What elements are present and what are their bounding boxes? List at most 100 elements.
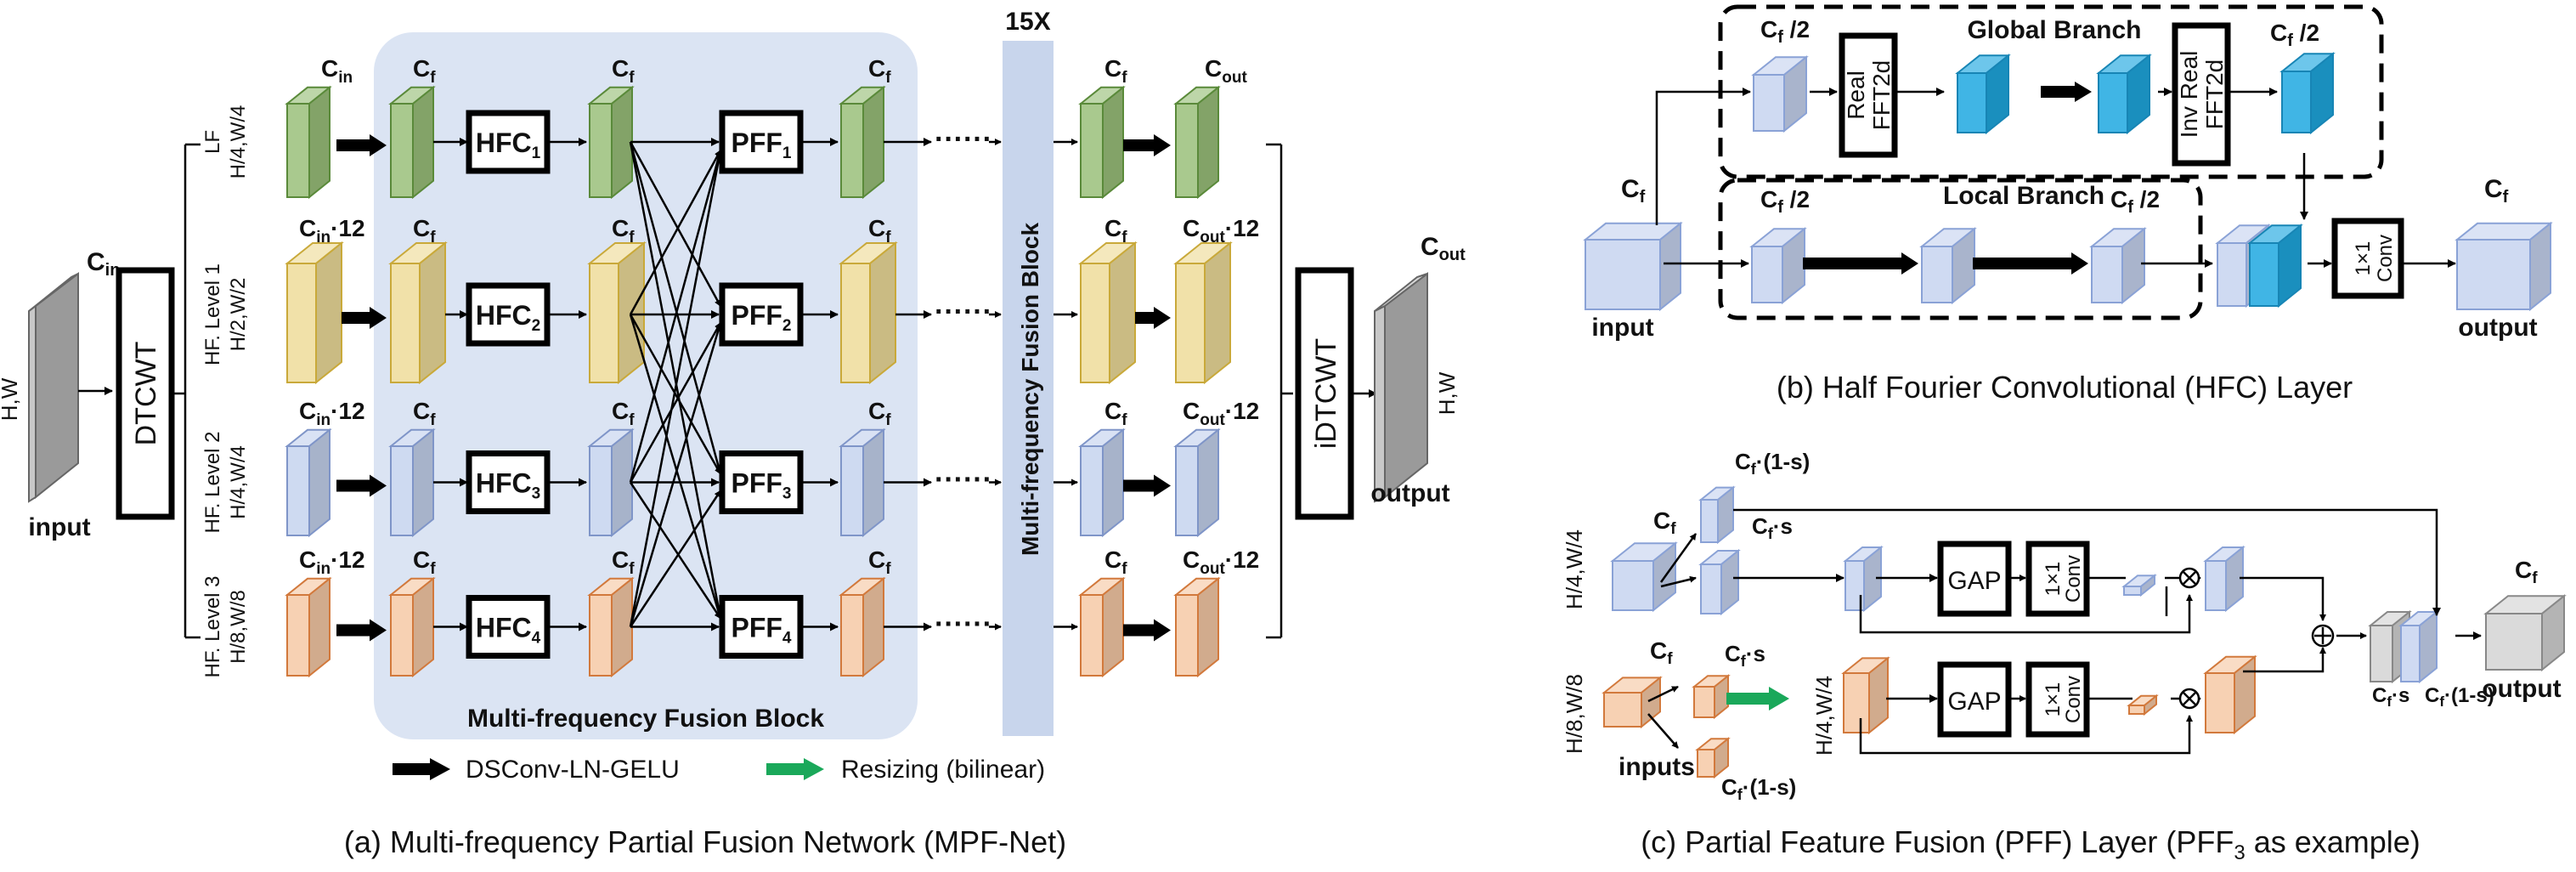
c-concat-s: Cf·s [2372, 684, 2409, 710]
conv-label-bottom: 1×1Conv [2042, 676, 2085, 723]
hfc-label: HFC4 [476, 613, 541, 648]
row-pff-cf-label: Cf [868, 215, 891, 246]
c-top-cf: Cf [1653, 507, 1676, 538]
row-cf-label: Cf [413, 398, 436, 429]
row-pff-out-cube [839, 428, 886, 538]
row-cout-cube [1173, 576, 1221, 678]
conv-arrow-out [1135, 307, 1171, 329]
conv-box [2331, 218, 2404, 299]
c-top-scaled-cube [2203, 545, 2246, 613]
pff-box [719, 450, 804, 514]
row-cf-cube-2 [587, 241, 647, 385]
ellipsis: ······ [935, 123, 992, 156]
panel-a: Multi-frequency Fusion Block 15X Multi-f… [0, 8, 1466, 859]
row-cout-cube [1173, 85, 1221, 200]
conv-arrow-out [1123, 619, 1171, 642]
hfc-box [466, 282, 551, 347]
c-top-cf-1s: Cf·(1-s) [1735, 449, 1810, 478]
row-input-channel: Cin·12 [299, 398, 365, 429]
c-bot-scaled-cube [2203, 654, 2257, 735]
bottom-dims: H/8,W/8 [1562, 674, 1587, 754]
input-cube [28, 271, 79, 503]
output-label: output [1370, 479, 1449, 507]
c-bot-cf-1s: Cf·(1-s) [1721, 774, 1796, 803]
fusion-block-background [374, 32, 918, 739]
ellipsis: ······ [935, 609, 992, 641]
row-cf-label-2: Cf [612, 215, 635, 246]
row-out-cf-label: Cf [1104, 55, 1127, 87]
row-out-cf-label: Cf [1104, 215, 1127, 246]
hfc-cubes [1583, 52, 2553, 312]
split-bracket [172, 143, 201, 639]
row-cf-cube [388, 85, 436, 200]
row-pff-out-cube [839, 85, 886, 200]
input-dims: H,W [0, 377, 22, 421]
local-half-in: Cf /2 [1760, 186, 1810, 217]
c-top-split-1s [1698, 485, 1736, 545]
row-input-cube [285, 241, 344, 385]
c-inputs-label: inputs [1618, 753, 1695, 781]
row-out-cf-cube [1078, 428, 1126, 538]
row-cout-cube [1173, 428, 1221, 538]
row-input-cube [285, 576, 332, 678]
row-cf-label-2: Cf [612, 55, 635, 87]
row-cout-label: Cout·12 [1183, 546, 1259, 578]
row-cf-cube-2 [587, 85, 635, 200]
multiply-symbol-bottom [2178, 688, 2200, 710]
caption-a: (a) Multi-frequency Partial Fusion Netwo… [344, 824, 1066, 859]
legend-black-label: DSConv-LN-GELU [466, 756, 680, 784]
c-bot-split-1s [1695, 737, 1731, 779]
row-out-cf-label: Cf [1104, 398, 1127, 429]
gap-label-top: GAP [1947, 567, 2001, 595]
ellipsis: ······ [935, 296, 992, 328]
row-pff-cf-label: Cf [868, 398, 891, 429]
row-cf-label-2: Cf [612, 398, 635, 429]
row-pff-cf-label: Cf [868, 546, 891, 578]
hfc-input-cube [1583, 221, 1683, 312]
row-cf-label-2: Cf [612, 546, 635, 578]
row-input-channel: Cin·12 [299, 546, 365, 578]
conv-box-bottom [2025, 661, 2090, 738]
output-channel: Cout [1421, 233, 1466, 264]
gap-box-bottom [1937, 661, 2012, 738]
row-cout-label: Cout·12 [1183, 398, 1259, 429]
row-label: HF. Level 3 [201, 575, 224, 677]
repeat-fusion-bar [1003, 41, 1054, 736]
c-bot-cf-s: Cf·s [1725, 641, 1765, 670]
legend: DSConv-LN-GELU Resizing (bilinear) [393, 756, 1045, 784]
hfc-label: HFC2 [476, 300, 540, 335]
local-in-cube [1749, 227, 1807, 305]
row-cf-label: Cf [413, 546, 436, 578]
c-output-channel: Cf [2515, 557, 2538, 587]
panel-c: H/4,W/4 H/8,W/8 H/4,W/4 GAP 1×1Conv GAP … [1562, 449, 2567, 864]
c-bot-cf: Cf [1650, 637, 1673, 668]
conv-arrow-out [1123, 474, 1171, 497]
pff-label: PFF4 [731, 613, 791, 648]
row-pff-out-cube [839, 576, 886, 678]
row-cf-cube [388, 576, 436, 678]
conv-label-top: 1×1Conv [2042, 555, 2085, 603]
row-input-channel: Cin [321, 55, 353, 87]
legend-green-label: Resizing (bilinear) [841, 756, 1045, 784]
row-dims: H/4,W/4 [227, 445, 250, 519]
repeat-label: 15X [1005, 8, 1050, 36]
caption-c: (c) Partial Feature Fusion (PFF) Layer (… [1641, 824, 2421, 864]
c-top-cf-s: Cf·s [1752, 513, 1793, 542]
global-half-out: Cf /2 [2270, 20, 2319, 50]
panel-b: Global Branch Local Branch RealFFT2d Inv… [1583, 4, 2553, 405]
c-output-label: output [2482, 675, 2561, 703]
pff-cross-connections [629, 138, 723, 631]
c-bot-split-s [1692, 674, 1731, 720]
to-global [1655, 88, 1751, 225]
conv-arrow-in [336, 619, 387, 642]
inv-fft-out-cube [2279, 52, 2336, 135]
pff-connectors [1647, 508, 2482, 755]
input-channel: Cin [87, 248, 120, 280]
row-cf-cube-2 [587, 576, 635, 678]
inv-fft-label: Inv RealFFT2d [2176, 51, 2228, 139]
concat-global-cube [2247, 224, 2303, 309]
row-input-cube [285, 428, 332, 538]
row-cout-label: Cout [1205, 55, 1247, 87]
